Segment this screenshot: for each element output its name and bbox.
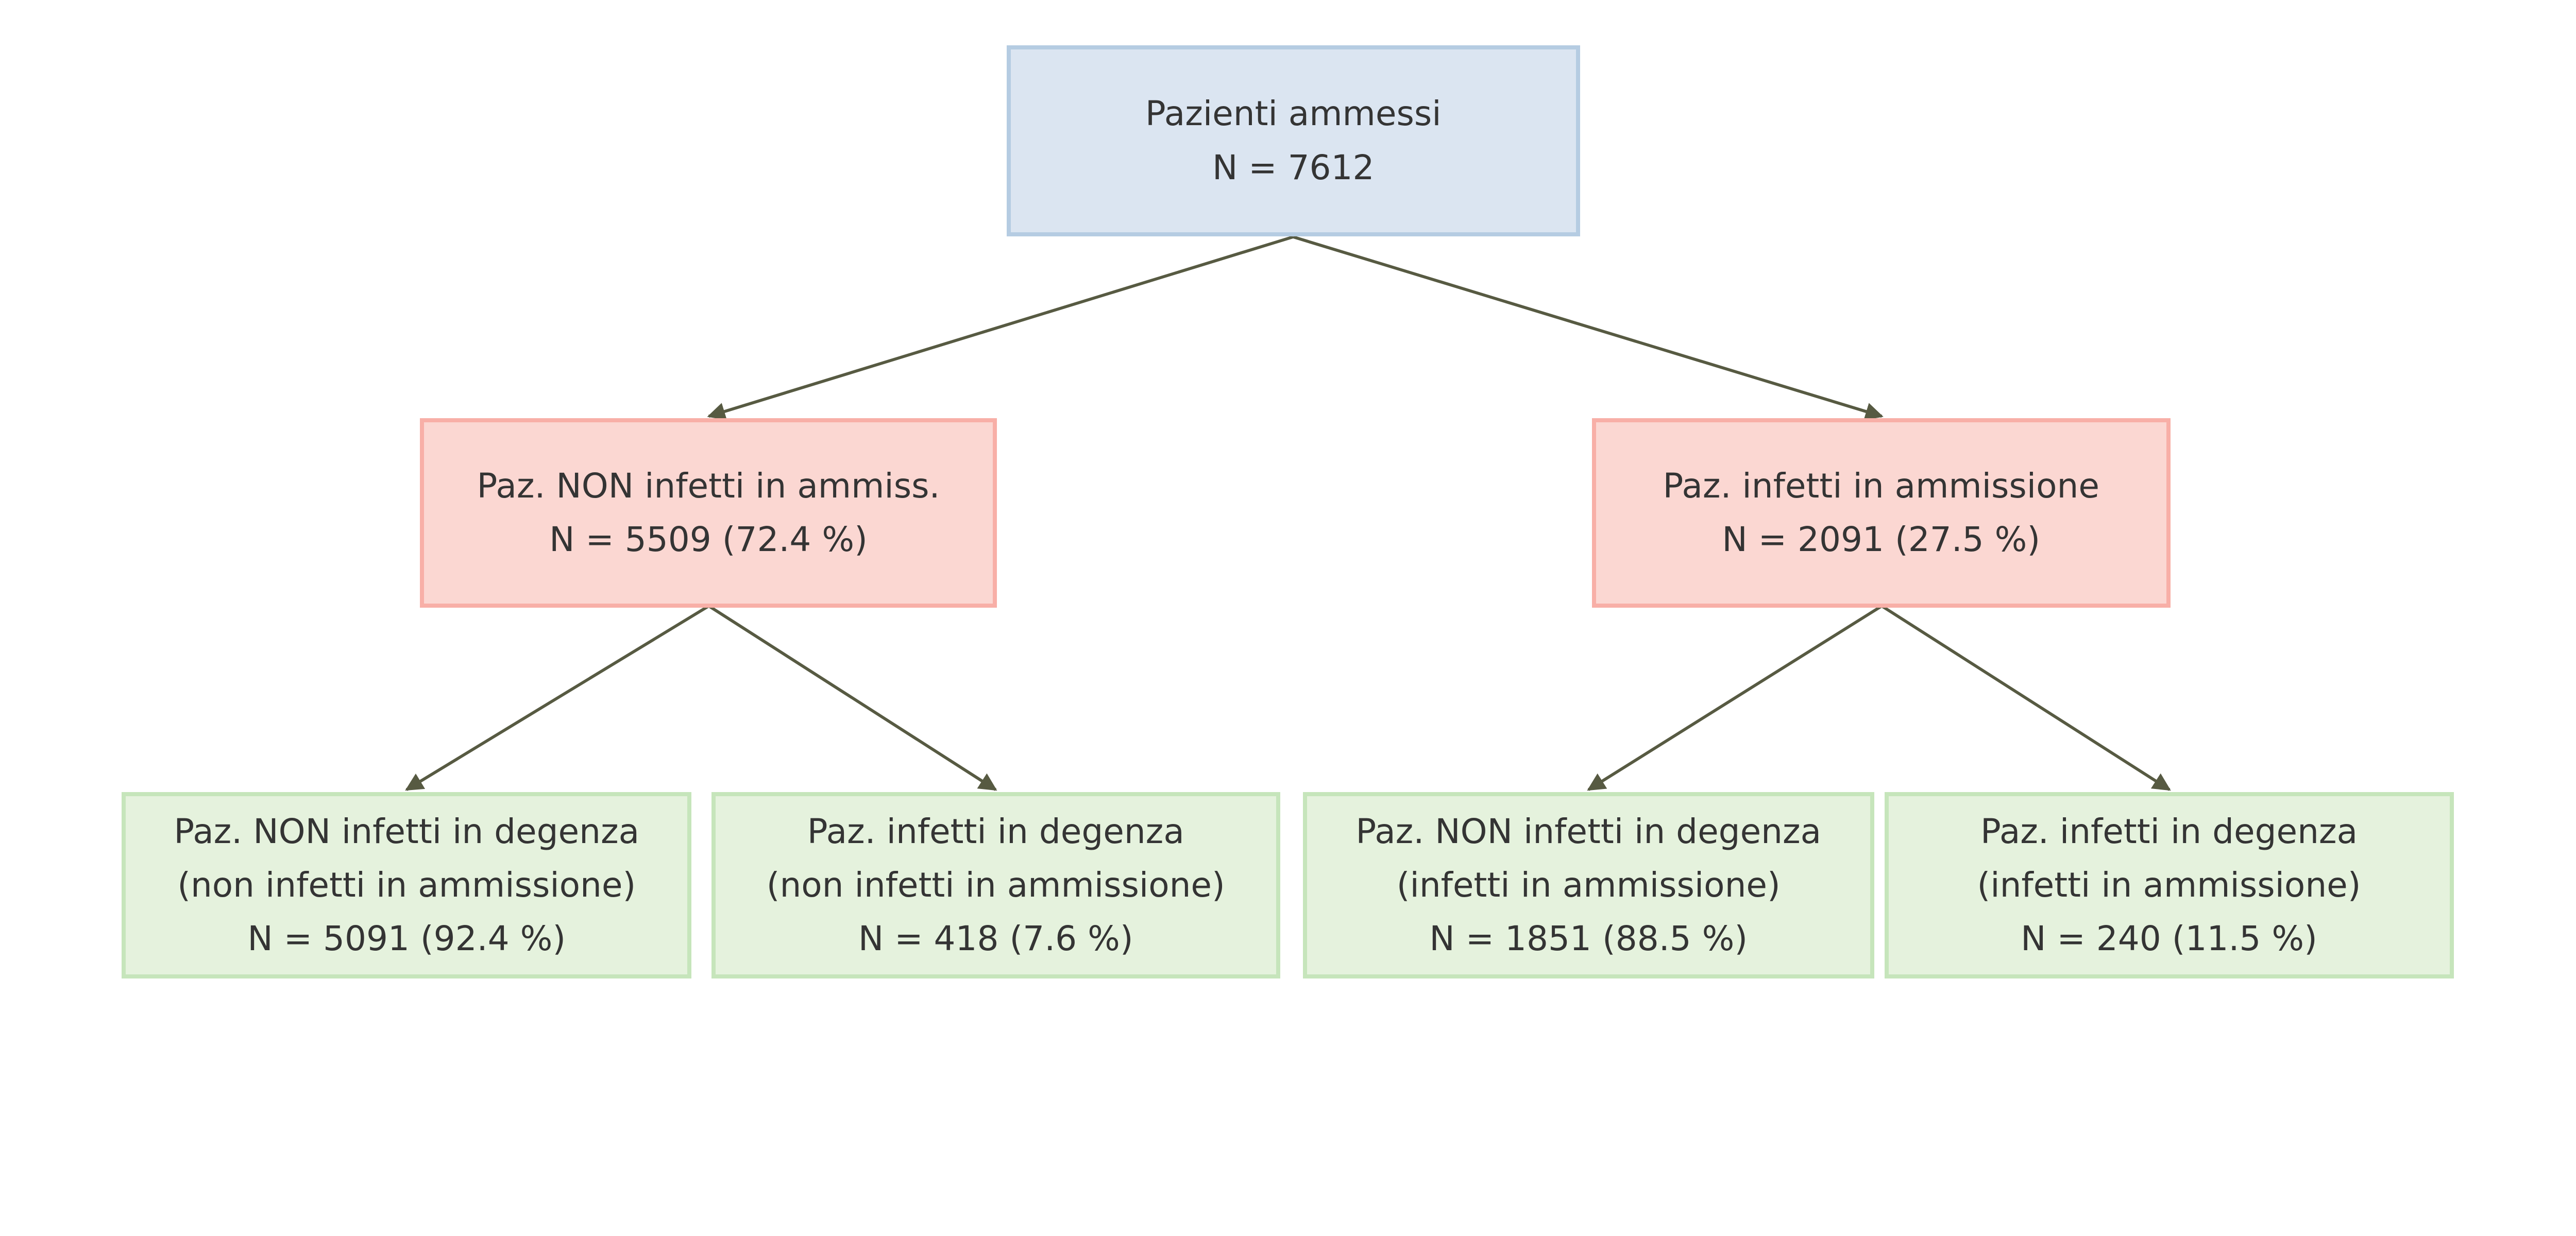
node-count: N = 240 (11.5 %) (2021, 919, 2317, 959)
node-count: N = 5091 (92.4 %) (247, 919, 566, 959)
node-infetti-degenza-da-non-infetti: Paz. infetti in degenza (non infetti in … (711, 792, 1280, 978)
node-label: Paz. infetti in ammissione (1663, 466, 2099, 506)
arrow-right-to-right-left (1587, 605, 1883, 791)
node-sublabel: (infetti in ammissione) (1396, 865, 1781, 905)
node-sublabel: (non infetti in ammissione) (177, 865, 636, 905)
node-label: Paz. infetti in degenza (807, 811, 1184, 851)
arrow-left-to-left-right (708, 605, 997, 791)
node-count: N = 2091 (27.5 %) (1722, 520, 2041, 559)
arrow-right-to-right-right (1880, 605, 2171, 791)
node-count: N = 1851 (88.5 %) (1429, 919, 1748, 959)
node-sublabel: (non infetti in ammissione) (766, 865, 1225, 905)
node-label: Paz. NON infetti in degenza (1355, 811, 1822, 851)
node-infetti-degenza-da-infetti: Paz. infetti in degenza (infetti in ammi… (1884, 792, 2454, 978)
node-count: N = 7612 (1212, 147, 1375, 187)
node-non-infetti-degenza-da-non-infetti: Paz. NON infetti in degenza (non infetti… (121, 792, 692, 978)
node-label: Paz. infetti in degenza (1980, 811, 2358, 851)
arrow-left-to-left-left (405, 605, 710, 791)
node-label: Paz. NON infetti in ammiss. (477, 466, 940, 506)
node-non-infetti-in-ammissione: Paz. NON infetti in ammiss. N = 5509 (72… (420, 418, 997, 608)
flow-arrows (405, 235, 2171, 791)
node-sublabel: (infetti in ammissione) (1977, 865, 2361, 905)
node-infetti-in-ammissione: Paz. infetti in ammissione N = 2091 (27.… (1592, 418, 2171, 608)
node-non-infetti-degenza-da-infetti: Paz. NON infetti in degenza (infetti in … (1303, 792, 1874, 978)
node-label: Pazienti ammessi (1145, 94, 1442, 134)
node-pazienti-ammessi: Pazienti ammessi N = 7612 (1007, 45, 1580, 236)
arrow-root-to-right (1293, 235, 1884, 420)
node-label: Paz. NON infetti in degenza (174, 811, 640, 851)
node-count: N = 418 (7.6 %) (858, 919, 1133, 959)
node-count: N = 5509 (72.4 %) (549, 520, 868, 559)
patient-flow-diagram: Pazienti ammessi N = 7612 Paz. NON infet… (121, 45, 2454, 978)
arrow-root-to-left (707, 235, 1294, 420)
